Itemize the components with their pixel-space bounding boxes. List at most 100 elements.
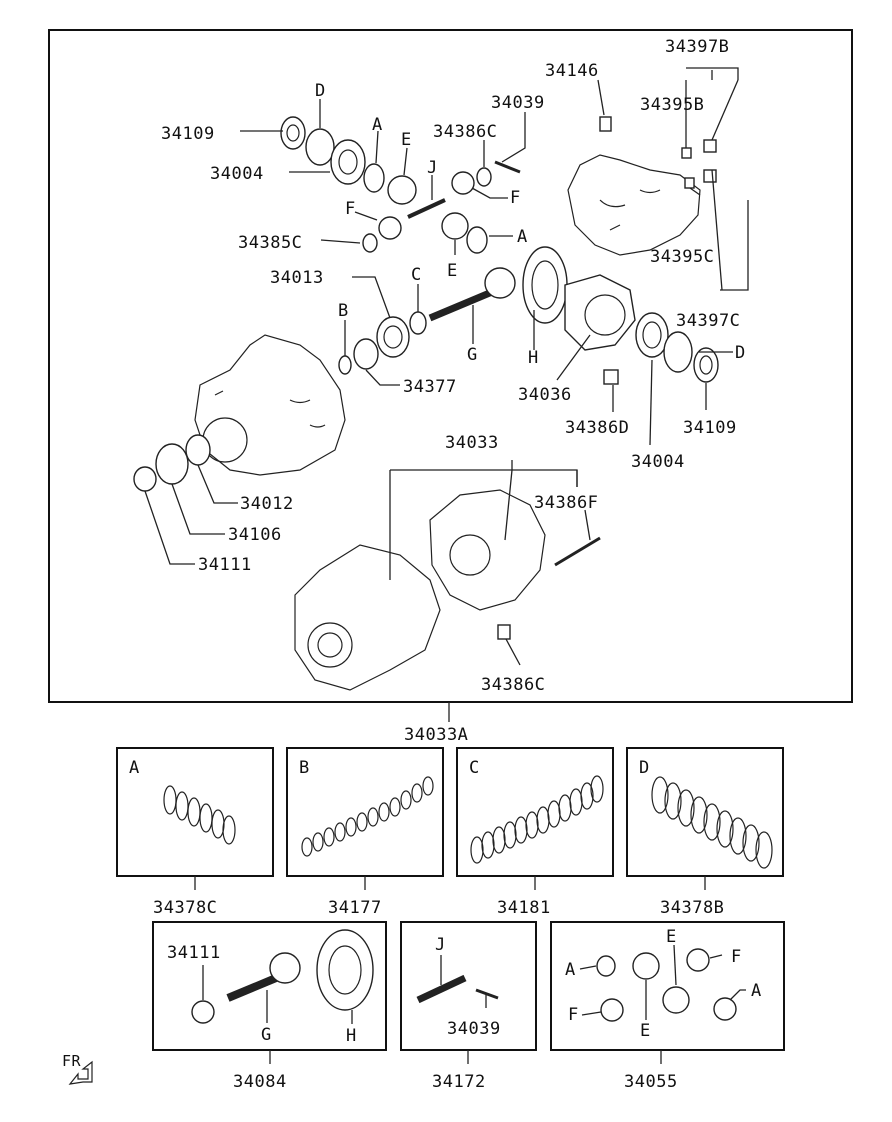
kit-box-B-letter: B	[299, 758, 310, 778]
pinion-set-leader-A-upper	[579, 965, 597, 970]
label-34385C: 34385C	[238, 233, 302, 253]
gear-set-pinion-shaft	[226, 974, 278, 1002]
seal-34109-left	[280, 116, 306, 150]
gear-set-pinion-head	[269, 952, 301, 984]
bearing-34013	[376, 316, 410, 358]
seal-34106	[155, 443, 189, 485]
shim-D-right	[663, 331, 693, 373]
diff-case-left	[294, 544, 441, 691]
side-gear-E-upper	[387, 175, 417, 205]
label-34013: 34013	[270, 268, 324, 288]
gear-set-ring-gear-inner	[328, 945, 362, 995]
pinion-set-leader-F-right	[709, 954, 723, 959]
leader-lines	[144, 67, 749, 666]
pinion-F-right	[451, 171, 475, 195]
pinion-set-gear-F-right	[686, 948, 710, 972]
label-E-lower: E	[447, 261, 458, 281]
bolt-34386F	[554, 536, 601, 567]
washer-A-lower	[466, 226, 488, 254]
gear-set-ring-gear	[316, 929, 374, 1011]
label-A-lower: A	[517, 227, 528, 247]
bearing-34004-right	[635, 312, 669, 358]
bolt-34386C-bottom	[497, 624, 511, 640]
kit-box-A	[116, 747, 274, 877]
gear-set-label-G: G	[261, 1025, 272, 1045]
label-34386C-bottom: 34386C	[481, 675, 545, 695]
label-34377: 34377	[403, 377, 457, 397]
washer-34385C	[362, 233, 378, 253]
bolt-34146	[599, 116, 612, 132]
label-34109-left: 34109	[161, 124, 215, 144]
label-34004-left: 34004	[210, 164, 264, 184]
pinion-set-box	[550, 921, 785, 1051]
kit-box-A-letter: A	[129, 758, 140, 778]
side-gear-E-lower	[441, 212, 469, 240]
spring-C-graphic	[470, 775, 604, 864]
nut-34395B	[681, 147, 692, 159]
pinion-set-label-E-lower: E	[640, 1021, 651, 1041]
label-F-right: F	[510, 188, 521, 208]
label-34109-right: 34109	[683, 418, 737, 438]
bearing-34377	[353, 338, 379, 370]
pinion-set-label-A-upper: A	[565, 960, 576, 980]
pinion-set-washer-A-upper	[596, 955, 616, 977]
pin-34039-graphic	[475, 988, 499, 1000]
pinion-set-leader-A-lower	[729, 989, 746, 1001]
assembly-part-label: 34033A	[404, 725, 468, 745]
label-B: B	[338, 301, 349, 321]
shim-B	[338, 355, 352, 375]
kit-box-D-letter: D	[639, 758, 650, 778]
front-arrow-icon	[68, 1060, 93, 1085]
label-C: C	[411, 265, 422, 285]
front-direction-label: FR	[62, 1052, 82, 1070]
bearing-34012	[185, 434, 211, 466]
label-E-upper: E	[401, 130, 412, 150]
label-34386D: 34386D	[565, 418, 629, 438]
shaft-label-J: J	[435, 935, 446, 955]
bearing-34004-left	[330, 139, 366, 185]
differential-case-flange	[584, 294, 626, 336]
pinion-set-leader-E-upper	[673, 944, 677, 986]
label-F-left: F	[345, 199, 356, 219]
rear-cover-outline	[194, 334, 346, 476]
kit-box-C	[456, 747, 614, 877]
spring-B-graphic	[301, 776, 434, 857]
shaft-label-34039: 34039	[447, 1019, 501, 1039]
pinion-shaft-J	[407, 198, 446, 219]
ring-gear-H-inner	[531, 260, 559, 310]
pinion-set-label-F-left: F	[568, 1005, 579, 1025]
label-34395C: 34395C	[650, 247, 714, 267]
nut-34397B	[703, 139, 717, 153]
label-34106: 34106	[228, 525, 282, 545]
bearing-34013-inner	[383, 325, 403, 349]
pinion-set-gear-F-left	[600, 998, 624, 1022]
gear-set-nut	[191, 1000, 215, 1024]
kit-box-D-part: 34378B	[660, 898, 724, 918]
gear-set-part: 34084	[233, 1072, 287, 1092]
label-34386F: 34386F	[534, 493, 598, 513]
shim-C	[409, 311, 427, 335]
label-D-right: D	[735, 343, 746, 363]
drive-pinion-G-head	[484, 267, 516, 299]
carrier-cover-detail	[599, 189, 661, 231]
diff-case-right	[429, 489, 546, 611]
carrier-cover-outline	[567, 154, 701, 256]
shaft-J-graphic	[416, 974, 467, 1004]
ring-gear-H	[522, 246, 568, 324]
pinion-set-gear-E-upper	[632, 952, 660, 980]
pinion-set-label-E-upper: E	[666, 927, 677, 947]
spring-A-graphic	[163, 785, 236, 845]
label-J: J	[427, 158, 438, 178]
pin-34039	[494, 160, 521, 174]
drive-pinion-G-shaft	[428, 288, 494, 322]
gear-set-label-H: H	[346, 1026, 357, 1046]
diff-case-right-bore	[449, 534, 491, 576]
nut-34397C	[703, 169, 717, 183]
label-34397B: 34397B	[665, 37, 729, 57]
label-34036: 34036	[518, 385, 572, 405]
label-34395B: 34395B	[640, 95, 704, 115]
diff-case-left-bore-inner	[317, 632, 343, 658]
label-34004-right: 34004	[631, 452, 685, 472]
seal-34109-left-inner	[286, 124, 300, 142]
